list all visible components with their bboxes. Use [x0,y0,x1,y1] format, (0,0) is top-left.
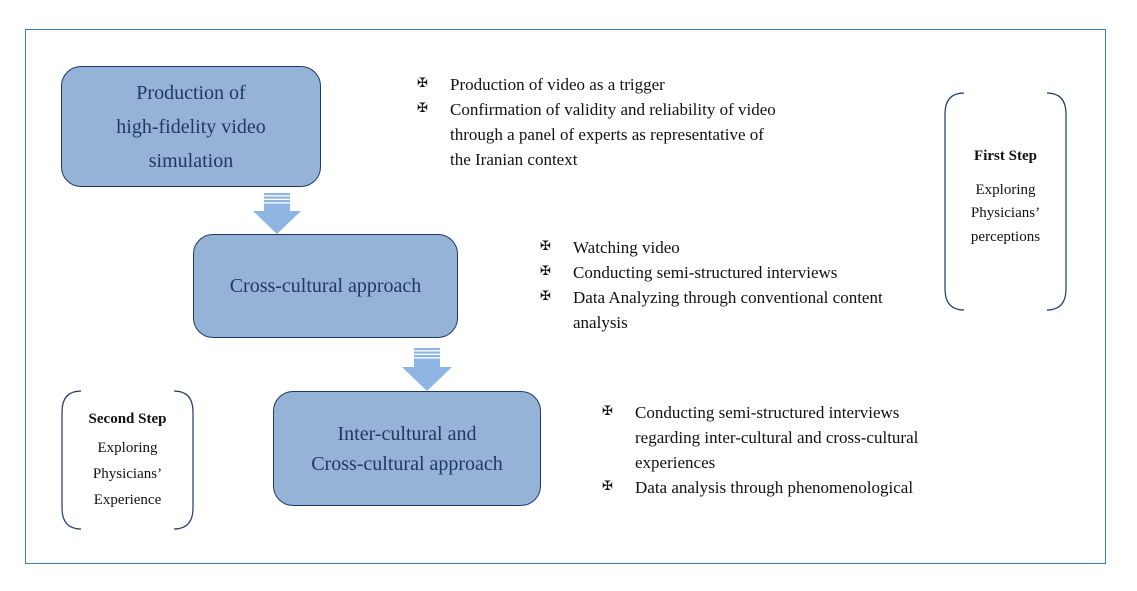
list-item: ✠ Data Analyzing through conventional co… [540,285,883,335]
step-text-line: Experience [93,491,162,508]
list-item: ✠ Data analysis through phenomenological [602,475,918,500]
first-step-bracket: First Step Exploring Physicians’ percept… [944,92,1067,311]
bracket-frame [944,92,1067,311]
step-text-line: Physicians’ [92,465,163,482]
box-label-line: simulation [148,149,234,172]
step-title: Second Step [88,411,167,427]
bullet-list-inter-cultural: ✠ Conducting semi-structured interviews … [602,400,918,500]
list-item-text: analysis [573,313,628,332]
list-item-text: through a panel of experts as representa… [450,125,764,144]
bracket-frame [61,390,194,530]
step-text-line: perceptions [970,228,1041,245]
list-item: ✠ Production of video as a trigger [417,72,776,97]
step-text-line: Exploring [97,439,158,456]
down-arrow-1 [253,193,301,234]
list-item-text: the Iranian context [450,150,578,169]
cross-bullet-icon: ✠ [417,75,428,90]
bullet-list-cross-cultural: ✠ Watching video ✠ Conducting semi-struc… [540,235,883,335]
step-text-line: Exploring [975,181,1036,198]
box-label-line: Cross-cultural approach [229,275,422,297]
list-item-text: Conducting semi-structured interviews [635,403,900,422]
box-label-line: Production of [136,81,246,104]
cross-bullet-icon: ✠ [602,478,613,493]
list-item-text: Production of video as a trigger [450,75,665,94]
cross-bullet-icon: ✠ [602,403,613,418]
second-step-bracket: Second Step Exploring Physicians’ Experi… [61,390,194,530]
cross-bullet-icon: ✠ [540,288,551,303]
list-item-text: Data analysis through phenomenological [635,478,914,497]
list-item: ✠ Confirmation of validity and reliabili… [417,97,776,172]
box-inter-cultural: Inter-cultural and Cross-cultural approa… [273,391,541,506]
list-item-text: Data Analyzing through conventional cont… [573,288,883,307]
step-text-line: Physicians’ [970,205,1041,221]
bullet-list-video: ✠ Production of video as a trigger ✠ Con… [417,72,776,172]
cross-bullet-icon: ✠ [417,100,428,115]
cross-bullet-icon: ✠ [540,263,551,278]
list-item-text: experiences [635,453,716,472]
list-item-text: Watching video [573,238,680,257]
box-label-line: Inter-cultural and [337,422,477,445]
list-item-text: Conducting semi-structured interviews [573,263,838,282]
box-video-simulation: Production of high-fidelity video simula… [61,66,321,187]
list-item: ✠ Conducting semi-structured interviews … [602,400,918,475]
down-arrow-2 [402,348,452,391]
box-label-line: Cross-cultural approach [311,452,503,475]
list-item: ✠ Watching video [540,235,883,260]
cross-bullet-icon: ✠ [540,238,551,253]
list-item: ✠ Conducting semi-structured interviews [540,260,883,285]
step-title: First Step [974,148,1037,164]
list-item-text: regarding inter-cultural and cross-cultu… [635,428,919,447]
box-cross-cultural: Cross-cultural approach [193,234,458,338]
box-label-line: high-fidelity video [116,115,266,138]
list-item-text: Confirmation of validity and reliability… [450,100,776,119]
diagram-frame [25,29,1106,564]
